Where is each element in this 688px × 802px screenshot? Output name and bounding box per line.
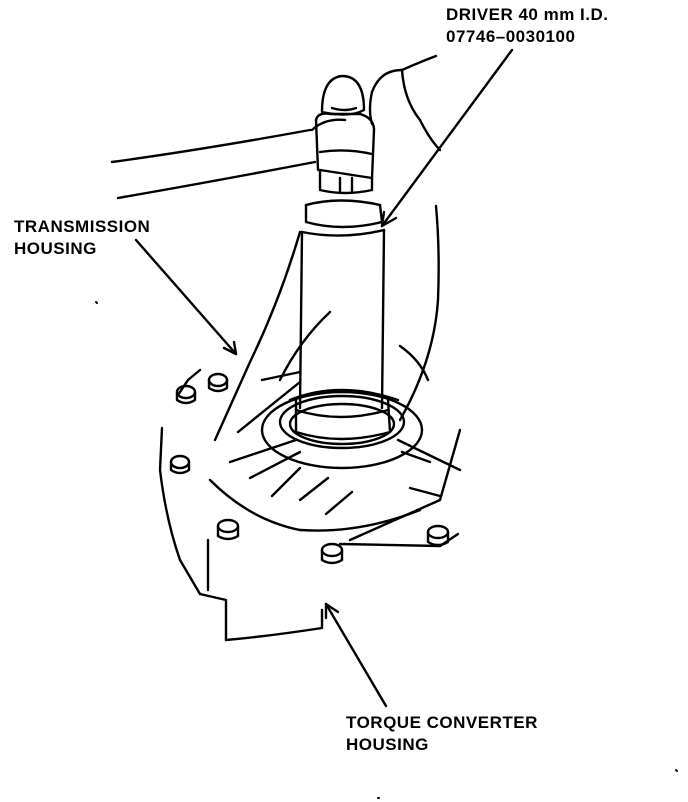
torque-label-line2: HOUSING <box>346 735 429 754</box>
transmission-label-line1: TRANSMISSION <box>14 217 151 236</box>
hands-drawing <box>110 54 442 200</box>
seal-bore <box>260 390 424 470</box>
leader-lines <box>134 48 514 708</box>
torque-converter-housing-label: TORQUE CONVERTER HOUSING <box>346 712 538 756</box>
print-specks <box>95 301 678 799</box>
driver-label: DRIVER 40 mm I.D. 07746–0030100 <box>446 4 609 48</box>
transmission-housing-label: TRANSMISSION HOUSING <box>14 216 150 260</box>
driver-label-line2: 07746–0030100 <box>446 27 576 46</box>
arrow-driver <box>380 48 514 228</box>
transmission-housing-drawing <box>158 204 462 642</box>
arrow-torque <box>324 602 388 708</box>
torque-label-line1: TORQUE CONVERTER <box>346 713 538 732</box>
driver-tool <box>288 74 400 441</box>
transmission-label-line2: HOUSING <box>14 239 97 258</box>
arrow-transmission <box>134 238 238 356</box>
driver-label-line1: DRIVER 40 mm I.D. <box>446 5 609 24</box>
bolts <box>169 372 450 565</box>
